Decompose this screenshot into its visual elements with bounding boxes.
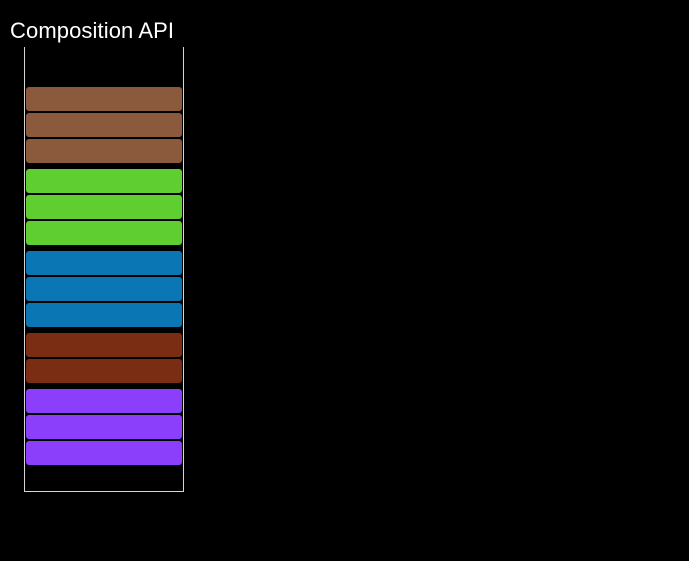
bar[interactable] [26, 87, 182, 111]
bar[interactable] [26, 389, 182, 413]
bar-group [26, 87, 182, 163]
bar[interactable] [26, 441, 182, 465]
bar[interactable] [26, 113, 182, 137]
bar-stack [26, 87, 182, 465]
bar[interactable] [26, 139, 182, 163]
bar[interactable] [26, 277, 182, 301]
bar-group [26, 389, 182, 465]
bar[interactable] [26, 251, 182, 275]
bar[interactable] [26, 195, 182, 219]
bar[interactable] [26, 333, 182, 357]
bar[interactable] [26, 221, 182, 245]
bar-chart-panel [24, 47, 184, 492]
bar-group [26, 333, 182, 383]
bar[interactable] [26, 303, 182, 327]
bar-group [26, 251, 182, 327]
bar-group [26, 169, 182, 245]
bar[interactable] [26, 415, 182, 439]
bar[interactable] [26, 169, 182, 193]
bar[interactable] [26, 359, 182, 383]
page-title: Composition API [10, 18, 175, 43]
